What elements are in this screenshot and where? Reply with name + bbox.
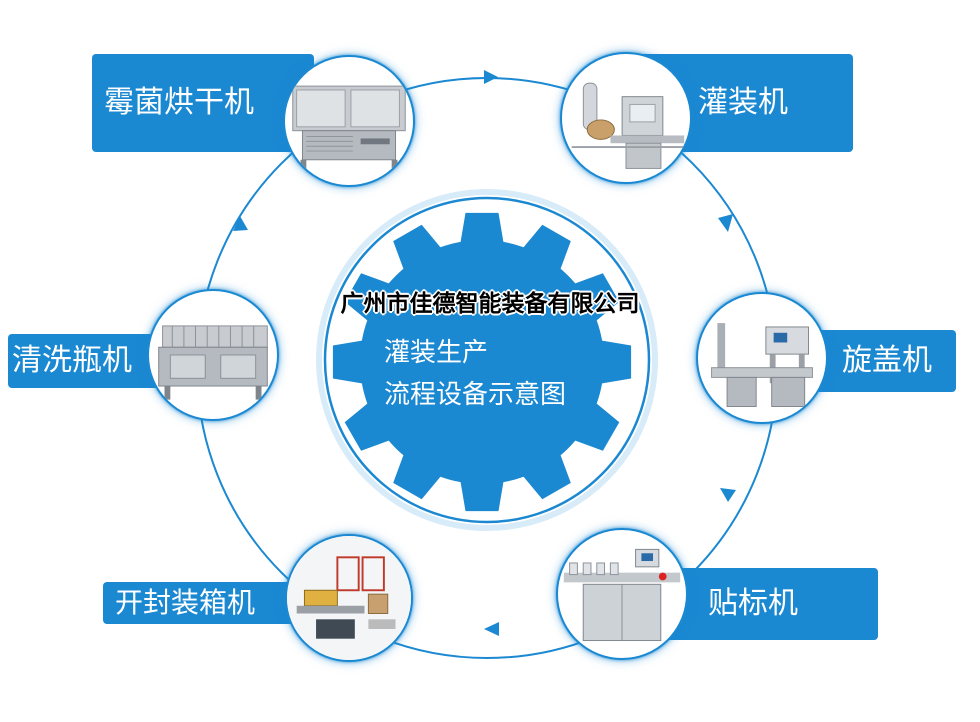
filler-machine-icon bbox=[571, 82, 685, 169]
node-filler bbox=[560, 52, 692, 184]
flow-arrow-top bbox=[484, 70, 498, 84]
dryer-machine-icon bbox=[292, 85, 406, 172]
label-dryer-text: 霉菌烘干机 bbox=[104, 85, 254, 120]
label-case-packer-text: 开封装箱机 bbox=[115, 586, 256, 619]
label-dryer: 霉菌烘干机 bbox=[92, 54, 314, 152]
company-name: 广州市佳德智能装备有限公司 bbox=[340, 291, 640, 317]
node-labeler bbox=[556, 528, 688, 660]
flow-arrow-bottom bbox=[484, 622, 499, 636]
label-labeler: 贴标机 bbox=[650, 568, 878, 640]
diagram-title-line1: 灌装生产 bbox=[384, 338, 489, 368]
labeler-machine-icon bbox=[563, 548, 681, 642]
label-labeler-text: 贴标机 bbox=[708, 586, 798, 621]
gear-icon bbox=[332, 212, 632, 512]
label-capper-text: 旋盖机 bbox=[842, 343, 932, 378]
flow-arrow-top-right bbox=[718, 214, 733, 232]
washer-machine-icon bbox=[158, 325, 268, 400]
label-filler-text: 灌装机 bbox=[698, 85, 788, 120]
node-capper bbox=[696, 292, 828, 424]
flow-arrow-right bbox=[720, 488, 736, 502]
node-dryer bbox=[283, 55, 415, 187]
case-packer-machine-icon bbox=[287, 536, 411, 660]
capper-machine-icon bbox=[711, 323, 813, 407]
diagram-title-line2: 流程设备示意图 bbox=[384, 380, 567, 410]
label-washer-text: 清洗瓶机 bbox=[12, 343, 132, 378]
flow-arrow-left bbox=[233, 216, 248, 231]
node-washer bbox=[147, 289, 279, 421]
node-case-packer bbox=[285, 534, 413, 662]
